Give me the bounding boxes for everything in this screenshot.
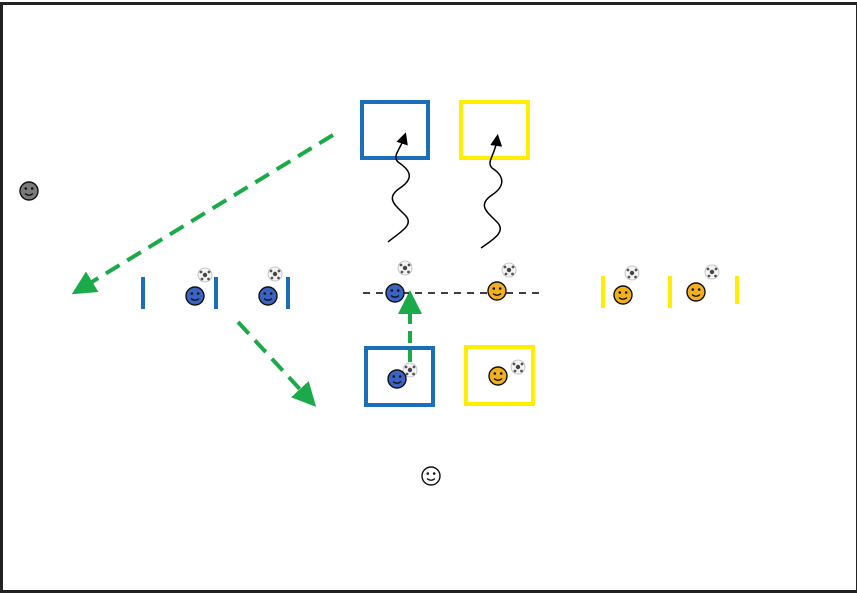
blue-player-smiley-face-icon <box>258 286 278 306</box>
neutral-player-smiley-face-icon <box>421 466 441 486</box>
soccer-ball-icon <box>704 264 720 280</box>
blue-player-smiley-face-icon <box>387 369 407 389</box>
yellow-start-box <box>464 345 535 406</box>
soccer-ball-icon <box>197 267 213 283</box>
soccer-ball-icon <box>501 262 517 278</box>
yellow-dribble-arrow-icon <box>480 134 503 249</box>
yellow-target-box <box>459 100 530 160</box>
neutral-player-smiley-face-icon <box>19 181 39 201</box>
green-pass-arrow-left <box>71 133 335 295</box>
yellow-player-smiley-face-icon <box>488 366 508 386</box>
players-layer <box>19 181 706 486</box>
soccer-ball-icon <box>397 260 413 276</box>
yellow-player-smiley-face-icon <box>613 285 633 305</box>
soccer-ball-icon <box>624 265 640 281</box>
blue-start-box <box>364 346 435 407</box>
blue-player-smiley-face-icon <box>385 283 405 303</box>
green-pass-arrow-down <box>236 320 317 407</box>
yellow-player-smiley-face-icon <box>487 281 507 301</box>
soccer-ball-icon <box>510 359 526 375</box>
yellow-player-smiley-face-icon <box>686 282 706 302</box>
blue-dribble-arrow-icon <box>387 132 410 243</box>
blue-target-box <box>360 100 430 160</box>
soccer-ball-icon <box>267 266 283 282</box>
blue-player-smiley-face-icon <box>185 286 205 306</box>
